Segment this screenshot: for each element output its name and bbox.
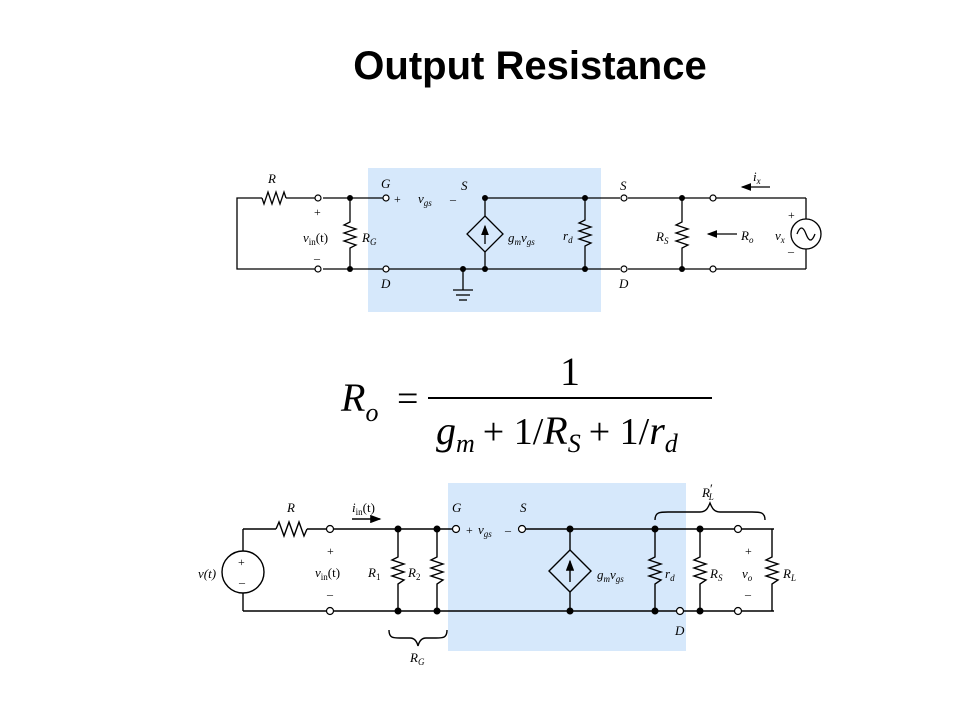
bottom-label-S: S — [520, 500, 527, 515]
equation-denominator: gm+ 1/RS+ 1/rd — [436, 408, 679, 458]
equation-numerator: 1 — [560, 349, 580, 394]
bottom-label-plus: + — [327, 544, 334, 558]
top-label-vin: vin(t) — [303, 230, 328, 247]
top-label-G: G — [381, 176, 391, 191]
top-label-plus: + — [314, 205, 321, 219]
top-label-gm-vgs: gmvgs — [508, 230, 535, 247]
bottom-src-minus: – — [238, 575, 246, 589]
top-label-src-minus: – — [787, 244, 795, 258]
bottom-label-vin: vin(t) — [315, 565, 340, 582]
bottom-label-rd: rd — [665, 566, 675, 583]
top-wires — [236, 183, 822, 301]
top-label-src-plus: + — [788, 208, 795, 222]
bottom-label-vo: vo — [742, 566, 753, 583]
bottom-label-RG: RG — [409, 650, 425, 667]
bottom-label-RL-prime: R′L — [701, 481, 714, 502]
bottom-label-vgs-minus: – — [504, 523, 512, 537]
circuit-bottom: + – v(t) R iin(t) + vin(t) – R1 R2 RG G … — [198, 481, 796, 667]
top-label-D-right: D — [618, 276, 629, 291]
top-label-vx: vx — [775, 228, 785, 245]
top-label-vgs-plus: + — [394, 192, 401, 206]
bottom-label-vo-minus: – — [744, 587, 752, 601]
top-label-vgs: vgs — [418, 191, 432, 208]
bottom-label-iin: iin(t) — [352, 500, 375, 517]
bottom-label-vt: v(t) — [198, 566, 216, 581]
bottom-label-G: G — [452, 500, 462, 515]
circuit-top: R + – vin(t) RG G + vgs – S gmvgs rd S R… — [236, 168, 822, 312]
top-label-S-right: S — [620, 178, 627, 193]
bottom-label-vgs-plus: + — [466, 523, 473, 537]
bottom-label-RS: RS — [709, 566, 723, 583]
bottom-label-R: R — [286, 500, 295, 515]
top-label-D-left: D — [380, 276, 391, 291]
equation-lhs: Ro — [340, 375, 378, 427]
top-label-Ro: Ro — [740, 228, 754, 245]
bottom-label-vo-plus: + — [745, 544, 752, 558]
top-terminals — [314, 194, 717, 273]
top-label-RG: RG — [361, 230, 377, 247]
top-label-ix: ix — [753, 169, 761, 186]
bottom-terminals — [325, 524, 743, 616]
top-label-R: R — [267, 171, 276, 186]
equation: Ro = 1 gm+ 1/RS+ 1/rd — [340, 349, 712, 458]
top-nodes — [347, 195, 685, 272]
bottom-label-minus: – — [326, 587, 334, 601]
top-label-rd: rd — [563, 228, 573, 245]
bottom-nodes — [394, 525, 704, 615]
bottom-label-D: D — [674, 623, 685, 638]
bottom-src-plus: + — [238, 555, 245, 569]
top-label-minus: – — [313, 251, 321, 265]
slide-title: Output Resistance — [353, 44, 707, 88]
top-label-vgs-minus: – — [449, 192, 457, 206]
bottom-label-gm-vgs: gmvgs — [597, 567, 624, 584]
bottom-label-RL: RL — [782, 566, 796, 583]
bottom-label-vgs: vgs — [478, 522, 492, 539]
top-label-RS: RS — [655, 229, 669, 246]
equation-equals: = — [397, 378, 418, 420]
top-label-S-left: S — [461, 178, 468, 193]
bottom-label-R1: R1 — [367, 565, 380, 582]
bottom-label-R2: R2 — [407, 565, 420, 582]
